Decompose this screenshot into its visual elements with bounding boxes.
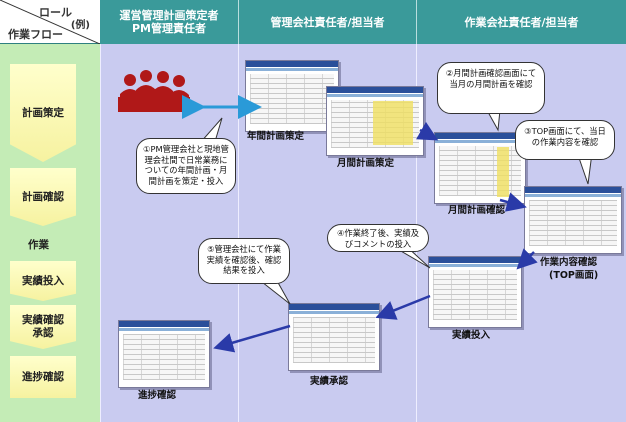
bubble-plan: ①PM管理会社と現地管理会社間で日常業務についての年間計画・月間計画を策定・投入 (136, 138, 236, 194)
bubble-monthly-confirm-text: ②月間計画確認画面にて当月の月間計画を確認 (445, 68, 537, 89)
header-planner-line2: PM管理責任者 (131, 22, 206, 35)
flow-step-plan-label: 計画策定 (22, 106, 64, 119)
flow-step-actual-approve-label: 実績確認承認 (22, 314, 64, 339)
header-management-label: 管理会社責任者/担当者 (270, 15, 385, 29)
caption-actual-input: 実績投入 (452, 330, 491, 341)
actual-input-screen (428, 256, 522, 328)
caption-progress-confirm: 進捗確認 (138, 390, 177, 401)
flow-step-actual-input-label: 実績投入 (22, 274, 64, 287)
header-worker-label: 作業会社責任者/担当者 (464, 15, 579, 29)
header-planner-line1: 運営管理計画策定者 (119, 9, 219, 22)
caption-annual-plan: 年間計画策定 (247, 131, 305, 142)
meeting-people-icon (118, 70, 190, 112)
header-management: 管理会社責任者/担当者 (238, 0, 416, 44)
corner-diagonal (0, 0, 100, 44)
top-screen (524, 186, 622, 254)
bubble-top-screen-text: ③TOP画面にて、当日の作業内容を確認 (524, 126, 606, 147)
flow-work-label: 作業 (28, 239, 49, 251)
bubble-actual-input: ④作業終了後、実績及びコメントの投入 (327, 224, 429, 252)
caption-work-confirm: 作業内容確認 (540, 257, 598, 268)
bubble-plan-text: ①PM管理会社と現地管理会社間で日常業務についての年間計画・月間計画を策定・投入 (143, 144, 229, 186)
caption-monthly-confirm: 月間計画確認 (448, 205, 506, 216)
header-planner: 運営管理計画策定者 PM管理責任者 (100, 0, 238, 44)
header-worker: 作業会社責任者/担当者 (416, 0, 626, 44)
annual-plan-screen (245, 60, 339, 132)
progress-confirm-screen (118, 320, 210, 388)
flow-step-plan-confirm-label: 計画確認 (22, 190, 64, 203)
example-label: (例) (70, 20, 90, 31)
role-label: ロール (39, 6, 72, 19)
flow-step-plan-confirm: 計画確認 (10, 168, 76, 226)
caption-top-screen: (TOP画面) (549, 270, 599, 281)
workflow-label: 作業フロー (8, 28, 63, 41)
flow-step-plan: 計画策定 (10, 64, 76, 162)
flow-step-actual-approve: 実績確認承認 (10, 305, 76, 349)
flow-step-actual-input: 実績投入 (10, 261, 76, 301)
flow-step-progress-label: 進捗確認 (22, 370, 64, 383)
bubble-top-screen: ③TOP画面にて、当日の作業内容を確認 (515, 120, 615, 160)
bubble-actual-input-text: ④作業終了後、実績及びコメントの投入 (336, 228, 420, 249)
monthly-plan-screen (326, 86, 424, 156)
caption-monthly-plan: 月間計画策定 (337, 158, 395, 169)
monthly-plan-confirm-screen (434, 132, 526, 204)
flow-step-progress: 進捗確認 (10, 356, 76, 398)
bubble-approve-text: ⑤管理会社にて作業実績を確認後、確認結果を投入 (206, 244, 282, 275)
actual-approve-screen (288, 303, 380, 371)
header-corner: ロール (例) 作業フロー (0, 0, 100, 44)
bubble-approve: ⑤管理会社にて作業実績を確認後、確認結果を投入 (198, 238, 290, 284)
caption-actual-approve: 実績承認 (310, 376, 349, 387)
bubble-monthly-confirm: ②月間計画確認画面にて当月の月間計画を確認 (437, 62, 545, 114)
